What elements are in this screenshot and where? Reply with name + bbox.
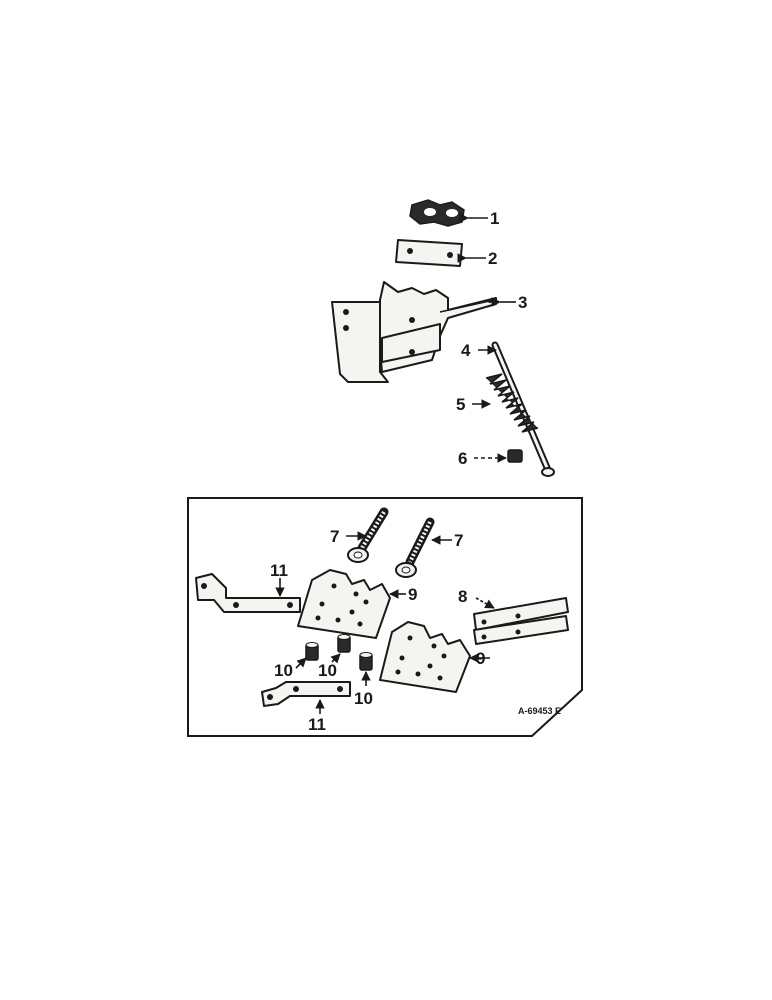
part-8-strips: [473, 597, 569, 645]
callout-11b: 11: [308, 715, 326, 734]
inset-frame: [187, 497, 583, 737]
callout-10a: 10: [274, 661, 293, 680]
part-7-eye-bolt: [347, 507, 389, 563]
callout-7a: 7: [330, 527, 339, 546]
part-7-eye-bolt-2: [395, 517, 435, 578]
callout-8: 8: [458, 587, 467, 606]
part-4-rod: [491, 341, 555, 477]
part-10-bushing-b: [337, 634, 351, 653]
part-9-plate: [297, 569, 391, 639]
part-2-plate: [395, 239, 463, 267]
callout-9b: 9: [476, 649, 485, 668]
part-10-bushing-c: [359, 652, 373, 671]
part-3-bracket: [331, 281, 497, 383]
callout-9a: 9: [408, 585, 417, 604]
callout-10c: 10: [354, 689, 373, 708]
callout-3: 3: [518, 293, 527, 312]
callout-1: 1: [490, 209, 499, 228]
part-1-clamp: [409, 199, 465, 227]
callout-4: 4: [461, 341, 471, 360]
callout-11a: 11: [270, 561, 288, 580]
part-9-plate-2: [379, 621, 471, 693]
callout-2: 2: [488, 249, 497, 268]
part-11-strap-2: [261, 681, 351, 707]
part-6-nut: [507, 449, 523, 463]
callout-6: 6: [458, 449, 467, 468]
part-10-bushing-a: [305, 642, 319, 661]
callout-10b: 10: [318, 661, 337, 680]
drawing-code: A-69453 E: [518, 706, 561, 716]
part-5-spring: [485, 373, 539, 433]
callout-7b: 7: [454, 531, 463, 550]
callout-5: 5: [456, 395, 465, 414]
part-11-strap: [195, 573, 301, 613]
